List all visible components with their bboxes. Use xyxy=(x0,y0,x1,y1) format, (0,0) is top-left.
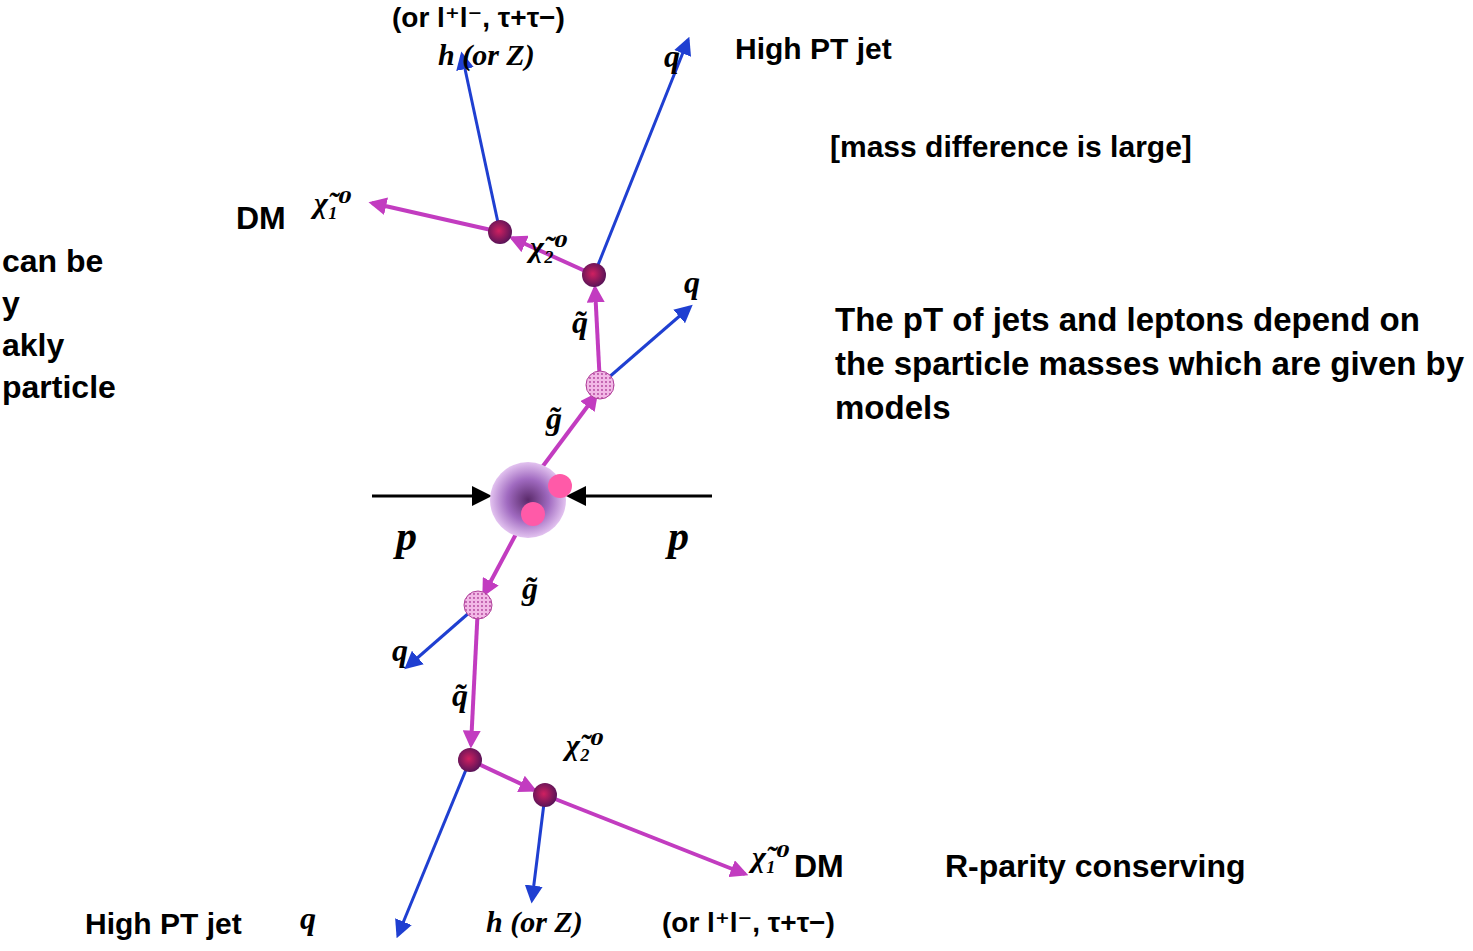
proton-label: p xyxy=(396,510,417,563)
particle-label: g̃ xyxy=(546,398,562,438)
dm-label: DM xyxy=(236,198,286,238)
particle-label: q xyxy=(684,262,700,302)
cut-text: akly xyxy=(2,325,64,365)
parton-dot xyxy=(521,502,545,526)
decay-vertex xyxy=(586,371,614,399)
particle-label: χ̃₂⁰ xyxy=(566,726,604,764)
particle-label: q xyxy=(300,898,316,938)
proton-beam xyxy=(570,495,712,498)
quark-line xyxy=(600,307,690,385)
decay-vertex xyxy=(533,783,557,807)
mass-note: [mass difference is large] xyxy=(830,128,1192,166)
decay-vertex xyxy=(464,591,492,619)
collision-blob xyxy=(490,462,566,538)
particle-label: q̃ xyxy=(452,675,468,715)
jet-note: High PT jet xyxy=(735,30,892,68)
neutralino-line xyxy=(372,203,500,232)
particle-label: h (or Z) xyxy=(438,36,535,74)
model-note: R-parity conserving xyxy=(945,846,1246,886)
cut-text: particle xyxy=(2,367,116,407)
neutralino-line xyxy=(545,795,745,874)
dm-label: DM xyxy=(794,846,844,886)
higgs-line xyxy=(532,795,545,900)
particle-label: h (or Z) xyxy=(486,903,583,941)
decay-vertex xyxy=(458,748,482,772)
decay-note: (or l⁺l⁻, τ+τ−) xyxy=(662,905,835,940)
particle-label: g̃ xyxy=(522,568,538,608)
decay-note: (or l⁺l⁻, τ+τ−) xyxy=(392,0,565,35)
particle-label: q xyxy=(392,630,408,670)
decay-vertex xyxy=(582,263,606,287)
gluino-line xyxy=(484,534,516,594)
particle-label: χ̃₁⁰ xyxy=(314,184,352,222)
squark-line xyxy=(471,605,478,745)
explanation-note: The pT of jets and leptons depend on the… xyxy=(835,298,1465,430)
cut-text: y xyxy=(2,283,20,323)
decay-vertex xyxy=(488,220,512,244)
proton-label: p xyxy=(668,510,689,563)
particle-label: χ̃₂⁰ xyxy=(530,228,568,266)
quark-line xyxy=(398,760,470,935)
squark-line xyxy=(595,288,600,385)
particle-label: χ̃₁⁰ xyxy=(752,838,790,876)
quark-line xyxy=(594,40,688,275)
parton-dot xyxy=(548,474,572,498)
jet-note: High PT jet xyxy=(85,905,242,943)
particle-label: q̃ xyxy=(572,302,588,342)
gluino-line xyxy=(540,395,596,470)
cut-text: can be xyxy=(2,241,103,281)
particle-label: q xyxy=(664,36,680,76)
proton-beam xyxy=(372,495,488,498)
higgs-line xyxy=(462,55,500,232)
